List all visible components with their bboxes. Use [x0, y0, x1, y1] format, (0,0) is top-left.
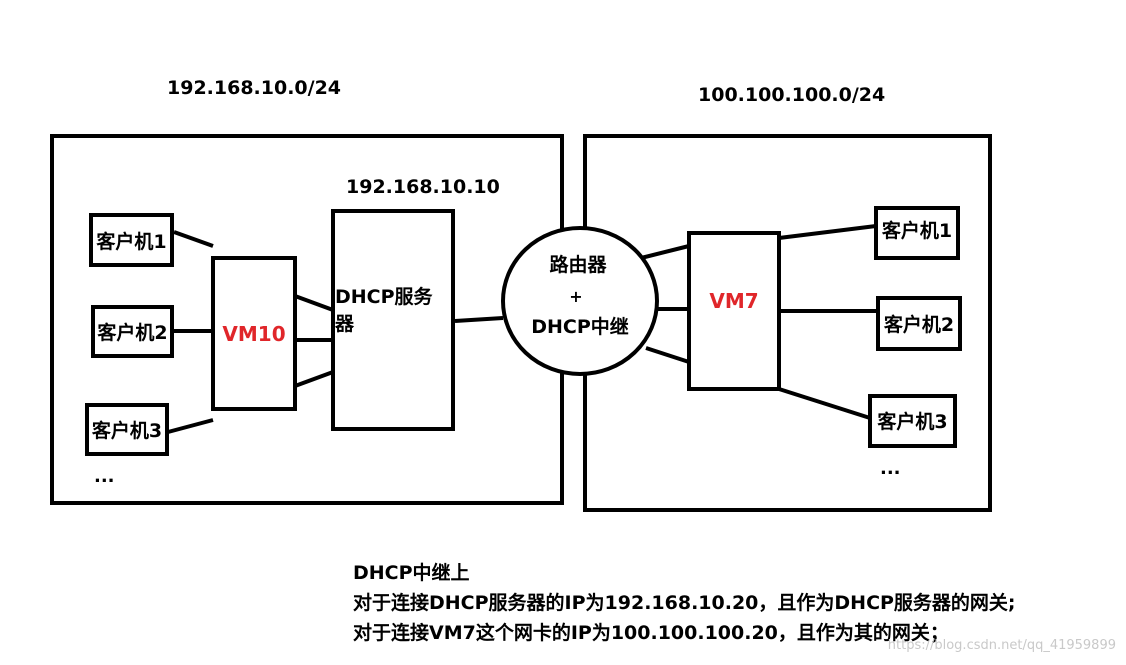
right-client-3: 客户机3: [868, 394, 957, 448]
left-client-3-label: 客户机3: [91, 420, 163, 442]
left-client-2-label: 客户机2: [97, 322, 168, 344]
vm7-switch: VM7: [687, 231, 781, 391]
right-clients-ellipsis: ...: [880, 458, 901, 479]
link-vm10-server-1: [294, 294, 334, 312]
vm10-switch: VM10: [211, 256, 297, 411]
left-client-2: 客户机2: [91, 305, 174, 358]
notes-line-2: 对于连接VM7这个网卡的IP为100.100.100.20，且作为其的网关；: [353, 622, 949, 644]
right-client-2-label: 客户机2: [883, 314, 955, 336]
csdn-watermark: https://blog.csdn.net/qq_41959899: [887, 638, 1116, 653]
router-label: 路由器 + DHCP中继: [503, 250, 657, 339]
right-client-1: 客户机1: [874, 206, 960, 260]
router-label-line1: 路由器: [549, 254, 607, 276]
router-label-line3: DHCP中继: [531, 316, 629, 338]
left-client-3: 客户机3: [85, 403, 169, 456]
left-subnet-label: 192.168.10.0/24: [167, 77, 342, 99]
notes-title: DHCP中继上: [353, 562, 470, 584]
link-left-client1-vm10: [173, 230, 214, 248]
right-client-1-label: 客户机1: [881, 219, 953, 242]
left-clients-ellipsis: ...: [94, 466, 115, 487]
router-node: [501, 226, 659, 376]
vm7-label: VM7: [709, 289, 759, 313]
router-label-line2: +: [569, 287, 583, 306]
left-client-1-label: 客户机1: [96, 230, 167, 253]
link-left-client3-vm10: [167, 418, 214, 434]
link-vm7-right-client1: [778, 224, 877, 240]
notes-line-1: 对于连接DHCP服务器的IP为192.168.10.20，且作为DHCP服务器的…: [353, 592, 1016, 614]
link-router-vm7-1: [640, 244, 690, 260]
notes-block: DHCP中继上 对于连接DHCP服务器的IP为192.168.10.20，且作为…: [353, 558, 1016, 648]
dhcp-server-label: DHCP服务器: [335, 286, 433, 335]
left-client-1: 客户机1: [89, 213, 174, 267]
link-server-router: [454, 316, 504, 323]
link-vm10-server-3: [294, 370, 334, 388]
link-vm7-right-client3: [778, 387, 871, 420]
server-ip-label: 192.168.10.10: [346, 176, 500, 198]
vm10-label: VM10: [222, 321, 286, 346]
right-client-2: 客户机2: [876, 296, 962, 351]
dhcp-server: DHCP服务器: [331, 209, 455, 431]
right-client-3-label: 客户机3: [877, 410, 948, 433]
right-subnet-label: 100.100.100.0/24: [698, 84, 886, 106]
link-router-vm7-3: [645, 346, 690, 364]
